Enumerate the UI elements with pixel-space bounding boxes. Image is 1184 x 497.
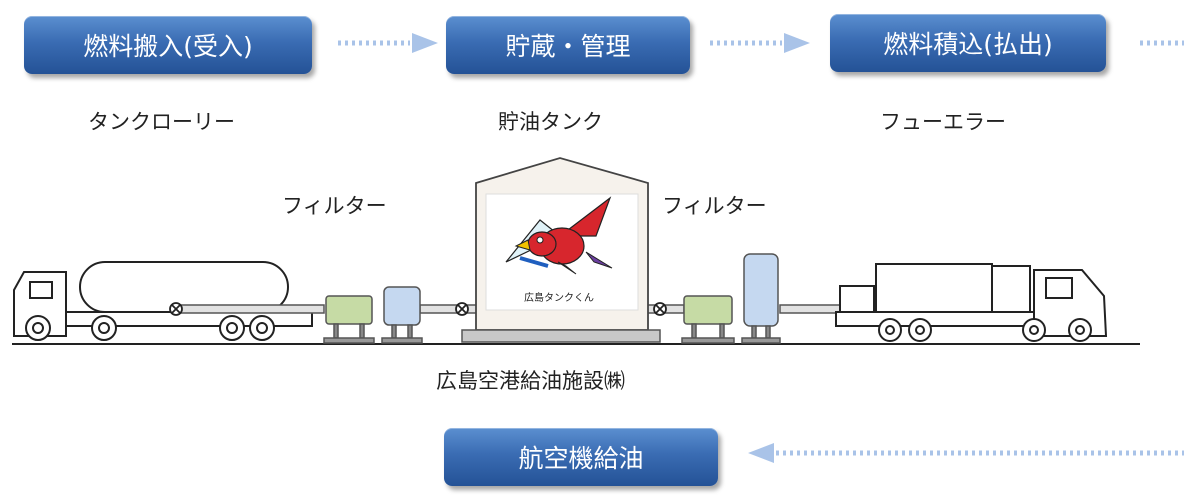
pump-left (381, 286, 423, 344)
step-storage-management: 貯蔵・管理 (446, 16, 690, 74)
arrow-return-to-aircraft (748, 443, 1184, 463)
mascot-name-label: 広島タンクくん (524, 293, 594, 304)
mascot-bird-icon (505, 196, 613, 275)
fueler-truck (835, 263, 1108, 342)
caption-filter-left: フィルター (282, 194, 387, 218)
caption-fueler: フューエラー (880, 110, 1006, 134)
caption-facility: 広島空港給油施設㈱ (436, 369, 625, 393)
step-aircraft-fueling: 航空機給油 (444, 428, 718, 486)
filter-left (323, 295, 375, 344)
pump-right (741, 253, 781, 344)
arrow-step1-to-step2 (338, 33, 438, 53)
filter-right (681, 295, 735, 344)
arrow-step2-to-step3 (710, 33, 810, 53)
step-fuel-loading: 燃料積込(払出) (830, 14, 1106, 72)
step-fuel-receiving: 燃料搬入(受入) (24, 16, 312, 74)
tank-lorry (13, 261, 313, 341)
caption-storage-tank: 貯油タンク (498, 110, 603, 134)
caption-filter-right: フィルター (662, 194, 767, 218)
caption-tank-lorry: タンクローリー (88, 110, 235, 134)
